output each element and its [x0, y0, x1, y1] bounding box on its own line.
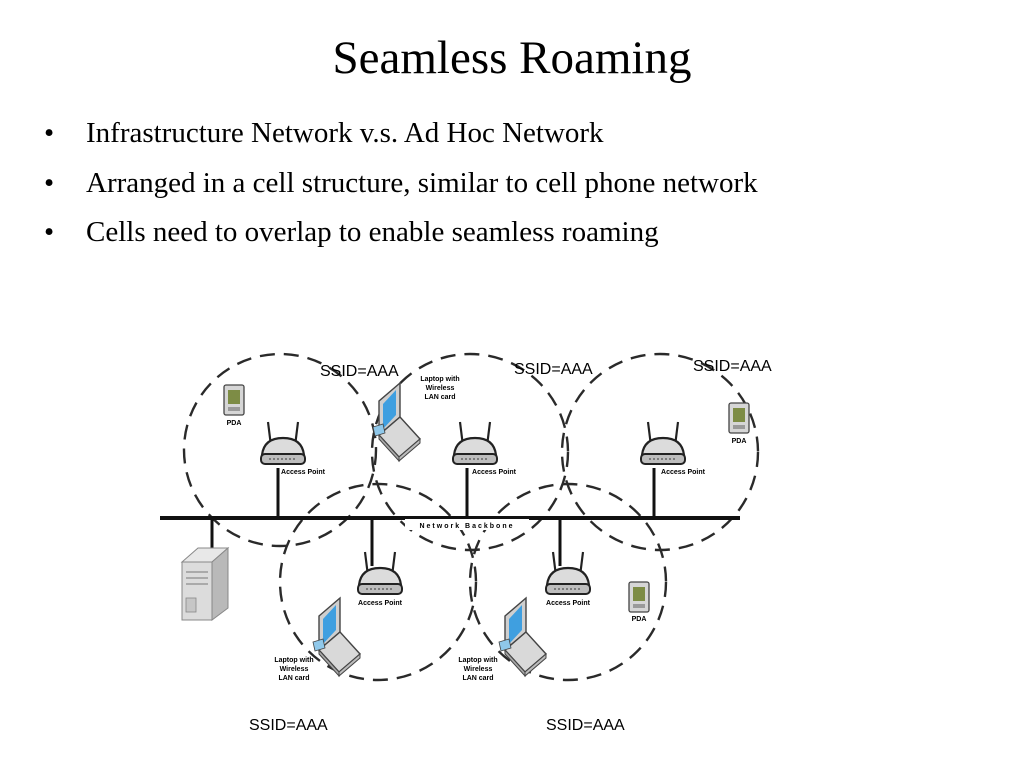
laptop-icon — [372, 382, 421, 462]
ssid-label: SSID=AAA — [514, 361, 593, 378]
bullet-text: Cells need to overlap to enable seamless… — [86, 216, 659, 248]
pda-icon — [223, 384, 245, 416]
access-point-label: Access Point — [546, 600, 591, 607]
bullet-dot: • — [44, 216, 55, 248]
bullet-item: • Cells need to overlap to enable seamles… — [44, 208, 758, 258]
access-point-icon — [259, 420, 307, 466]
access-point-icon — [544, 550, 592, 596]
ssid-label: SSID=AAA — [546, 717, 625, 734]
bullet-dot: • — [44, 166, 55, 199]
laptop-label-line: Laptop with — [458, 657, 497, 664]
server-icon — [180, 546, 230, 621]
ssid-label: SSID=AAA — [249, 717, 328, 734]
pda-label: PDA — [732, 438, 747, 445]
backbone-label: Network Backbone — [419, 523, 514, 530]
access-point-icon — [451, 420, 499, 466]
pda-icon — [628, 581, 650, 613]
laptop-label-line: Laptop with — [274, 657, 313, 664]
ssid-label: SSID=AAA — [320, 363, 399, 380]
access-point-label: Access Point — [281, 469, 326, 476]
laptop-label-line: Wireless — [464, 666, 493, 673]
slide-title: Seamless Roaming — [332, 32, 692, 84]
cell-coverage — [468, 482, 668, 682]
backbone-label-bg — [405, 519, 529, 530]
bullet-list: • Infrastructure Network v.s. Ad Hoc Netw… — [44, 109, 758, 258]
bullet-item: • Arranged in a cell structure, similar t… — [44, 159, 758, 209]
cell-coverage — [182, 352, 378, 548]
cell-coverage — [278, 482, 478, 682]
laptop-label-line: LAN card — [462, 675, 493, 682]
laptop-label-line: Wireless — [426, 385, 455, 392]
pda-label: PDA — [632, 616, 647, 623]
bullet-text: Arranged in a cell structure, similar to… — [86, 166, 758, 199]
bullet-dot: • — [44, 117, 55, 149]
access-point-label: Access Point — [661, 469, 706, 476]
laptop-label-line: Wireless — [280, 666, 309, 673]
laptop-icon — [312, 597, 361, 677]
laptop-label-line: LAN card — [424, 394, 455, 401]
laptop-label-line: Laptop with — [420, 376, 459, 383]
pda-label: PDA — [227, 420, 242, 427]
ssid-label: SSID=AAA — [693, 358, 772, 375]
pda-icon — [728, 402, 750, 434]
access-point-label: Access Point — [358, 600, 403, 607]
access-point-icon — [356, 550, 404, 596]
laptop-label-line: LAN card — [278, 675, 309, 682]
access-point-label: Access Point — [472, 469, 517, 476]
access-point-icon — [639, 420, 687, 466]
laptop-icon — [498, 597, 547, 677]
bullet-item: • Infrastructure Network v.s. Ad Hoc Netw… — [44, 109, 758, 159]
bullet-text: Infrastructure Network v.s. Ad Hoc Netwo… — [86, 117, 604, 149]
